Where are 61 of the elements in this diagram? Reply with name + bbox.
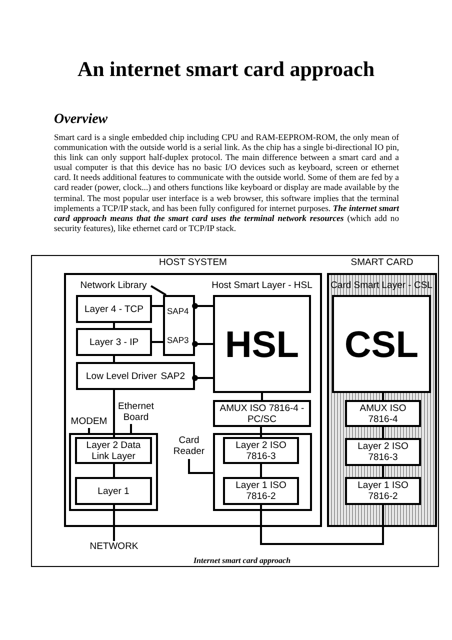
box-label: AMUX ISO 7816-4 bbox=[358, 402, 408, 424]
connector-line bbox=[152, 341, 163, 343]
layer-box bbox=[76, 328, 152, 356]
connector-line bbox=[260, 427, 262, 437]
reader-box bbox=[213, 433, 312, 511]
layer-box bbox=[223, 477, 299, 505]
device-label: Ethernet Board bbox=[117, 401, 155, 423]
leader-line bbox=[150, 285, 167, 296]
box-label: Layer 1 bbox=[98, 486, 130, 496]
connector-line bbox=[113, 356, 115, 362]
layer-acronym: HSL bbox=[225, 326, 299, 362]
box-label: Layer 3 - IP bbox=[89, 336, 139, 348]
layer-box bbox=[223, 437, 299, 464]
connector-line bbox=[113, 464, 115, 477]
section-heading: Overview bbox=[54, 111, 108, 129]
connector-line bbox=[192, 375, 213, 381]
connector-line bbox=[192, 341, 213, 347]
connector-line bbox=[113, 323, 115, 328]
sap-box bbox=[163, 295, 195, 356]
box-label: Layer 2 ISO 7816-3 bbox=[234, 440, 288, 462]
box-heading: Host Smart Layer - HSL bbox=[210, 280, 314, 292]
layer-acronym: CSL bbox=[344, 326, 418, 362]
box-label: SAP4 bbox=[167, 306, 189, 316]
connector-line bbox=[260, 464, 262, 477]
layer-box bbox=[75, 437, 152, 464]
layer-box bbox=[76, 295, 152, 323]
box-label: Low Level Driver bbox=[86, 370, 157, 382]
layer-box bbox=[75, 477, 152, 505]
layer-box bbox=[213, 400, 311, 427]
connector-line bbox=[113, 505, 115, 541]
figure-caption: Internet smart card approach bbox=[192, 556, 292, 565]
connector-line bbox=[382, 466, 384, 477]
layer-label: Network Library bbox=[76, 280, 151, 292]
box-label: Layer 1 ISO 7816-2 bbox=[234, 480, 288, 502]
leader-line bbox=[188, 459, 213, 474]
layer-box bbox=[345, 400, 421, 427]
panel-heading: SMART CARD bbox=[350, 257, 414, 269]
connector-line bbox=[192, 303, 213, 309]
page-title: An internet smart card approach bbox=[76, 56, 376, 82]
box-heading: Card Smart Layer - CSL bbox=[330, 280, 434, 292]
panel-heading: HOST SYSTEM bbox=[158, 257, 228, 269]
connector-line bbox=[261, 393, 263, 400]
box-label: Layer 4 - TCP bbox=[84, 304, 144, 314]
device-label: MODEM bbox=[70, 416, 108, 427]
box-label: SAP2 bbox=[160, 370, 185, 382]
box-label: Layer 2 ISO 7816-3 bbox=[356, 441, 410, 463]
connector-line bbox=[260, 505, 384, 545]
layer-box bbox=[76, 362, 195, 390]
box-label: Layer 2 Data Link Layer bbox=[85, 440, 142, 462]
connector-line bbox=[152, 305, 163, 307]
layer-box bbox=[345, 438, 421, 466]
connector-line bbox=[382, 393, 384, 400]
layer-box bbox=[345, 477, 421, 505]
network-label: NETWORK bbox=[88, 541, 140, 554]
connector-line bbox=[113, 390, 115, 437]
box-label: AMUX ISO 7816-4 - PC/SC bbox=[219, 402, 305, 424]
device-label: Card Reader bbox=[170, 435, 208, 459]
box-label: SAP3 bbox=[167, 334, 189, 345]
connector-line bbox=[382, 427, 384, 438]
box-label: Layer 1 ISO 7816-2 bbox=[356, 480, 410, 502]
body-paragraph: Smart card is a single embedded chip including CPU and RAM-EEPROM-ROM, the only mean of communication with the outside world is a serial link. As the chip has a single bi-directional IO pin, this link can only support half-duplex protocol. The main difference between a smart card and a usual computer is that this device has no basic I/O devices such as keyboard, screen or ethernet card. It needs additional features to communicate with the outside world. Some of them are fed by a card reader (power, clock...) and others functions like keyboard or display are made available by the terminal. The most popular user interface is a web browser, this software implies that the terminal implements a TCP/IP stack, and has been fully configured for internet purposes. The internet smart card approach means that the smart card uses the terminal network resources (which add no security features), like ethernet card or TCP/IP stack. bbox=[54, 132, 399, 233]
